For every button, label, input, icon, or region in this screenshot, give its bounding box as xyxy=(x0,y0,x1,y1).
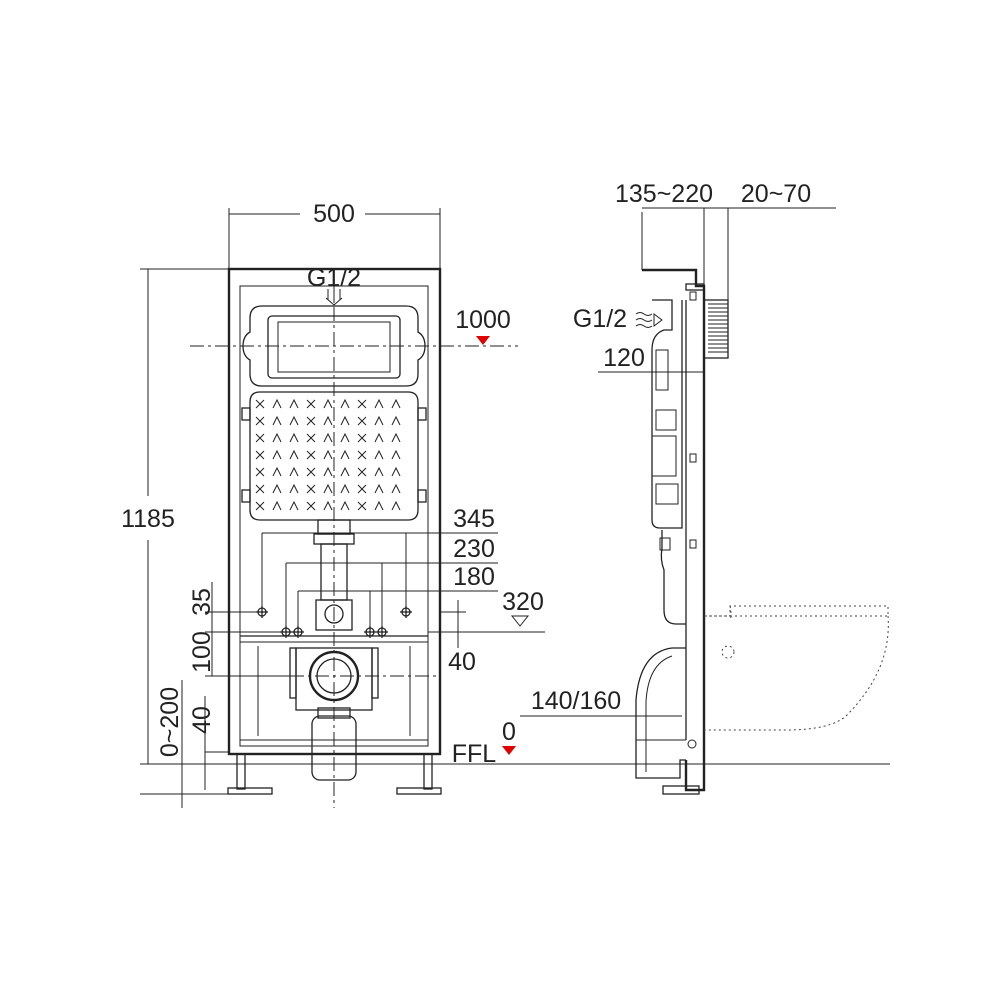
cistern-clip xyxy=(417,489,427,503)
inlet-arrow-icon xyxy=(325,289,343,306)
outlet-bend xyxy=(635,647,686,779)
inlet-thread xyxy=(703,299,729,359)
flush-plate xyxy=(242,305,426,387)
side-inlet-label: G1/2 xyxy=(573,305,627,333)
floor-range-label: 0~200 xyxy=(156,687,184,757)
left-foot xyxy=(227,787,273,795)
frame-cap xyxy=(685,283,705,291)
bracket-arm-right xyxy=(371,647,379,699)
flush-plate-window xyxy=(277,321,391,373)
front-view: 500 1185 G1/2 1000 345 230 180 320 xyxy=(121,200,545,808)
frame-profile xyxy=(642,268,706,792)
cistern-hatch xyxy=(255,398,401,511)
drain-height-label: 320 xyxy=(502,588,544,616)
dim-35-label: 35 xyxy=(188,588,216,616)
cistern-clip xyxy=(417,407,427,421)
thread-lines xyxy=(708,303,728,353)
inlet-label: G1/2 xyxy=(307,264,361,292)
outlet-bend-inner xyxy=(645,655,673,772)
wall-range-label: 20~70 xyxy=(741,180,811,208)
cistern-side xyxy=(651,299,683,529)
bowl-inlet xyxy=(721,645,735,659)
right-leg xyxy=(423,753,433,790)
level-marker-outline-icon xyxy=(510,615,530,627)
side-inlet-arrow-icon xyxy=(635,312,663,328)
dim-100-label: 100 xyxy=(188,631,216,673)
flush-pipe-side xyxy=(660,530,686,625)
outlet-label: 140/160 xyxy=(531,687,621,715)
depth-range-label: 135~220 xyxy=(615,180,713,208)
floor-marker-icon xyxy=(502,746,516,755)
frame-outline xyxy=(227,267,442,756)
bolt-spacing-inner-label: 180 xyxy=(453,563,495,591)
right-foot xyxy=(396,787,442,795)
width-label: 500 xyxy=(313,200,355,228)
pipe-opening xyxy=(324,604,344,624)
inlet-height-label: 120 xyxy=(603,344,645,372)
toilet-bowl xyxy=(704,605,889,731)
cistern-clip xyxy=(241,407,251,421)
floor-level-label: FFL xyxy=(452,740,497,768)
height-label: 1185 xyxy=(121,505,175,533)
floor-zero-label: 0 xyxy=(502,718,516,746)
button-height-label: 1000 xyxy=(455,306,511,334)
side-foot xyxy=(662,785,700,795)
bracket-arm-left xyxy=(289,647,297,699)
level-marker-icon xyxy=(476,336,490,345)
left-leg xyxy=(236,753,246,790)
cistern xyxy=(249,391,419,521)
dim-40-left-label: 40 xyxy=(188,706,216,734)
bolt-spacing-mid-label: 230 xyxy=(453,535,495,563)
side-view: 135~220 20~70 120 G1/2 xyxy=(520,180,889,795)
cistern-clip xyxy=(241,489,251,503)
bolt-spacing-outer-label: 345 xyxy=(453,505,495,533)
dim-40-right-label: 40 xyxy=(448,648,476,676)
